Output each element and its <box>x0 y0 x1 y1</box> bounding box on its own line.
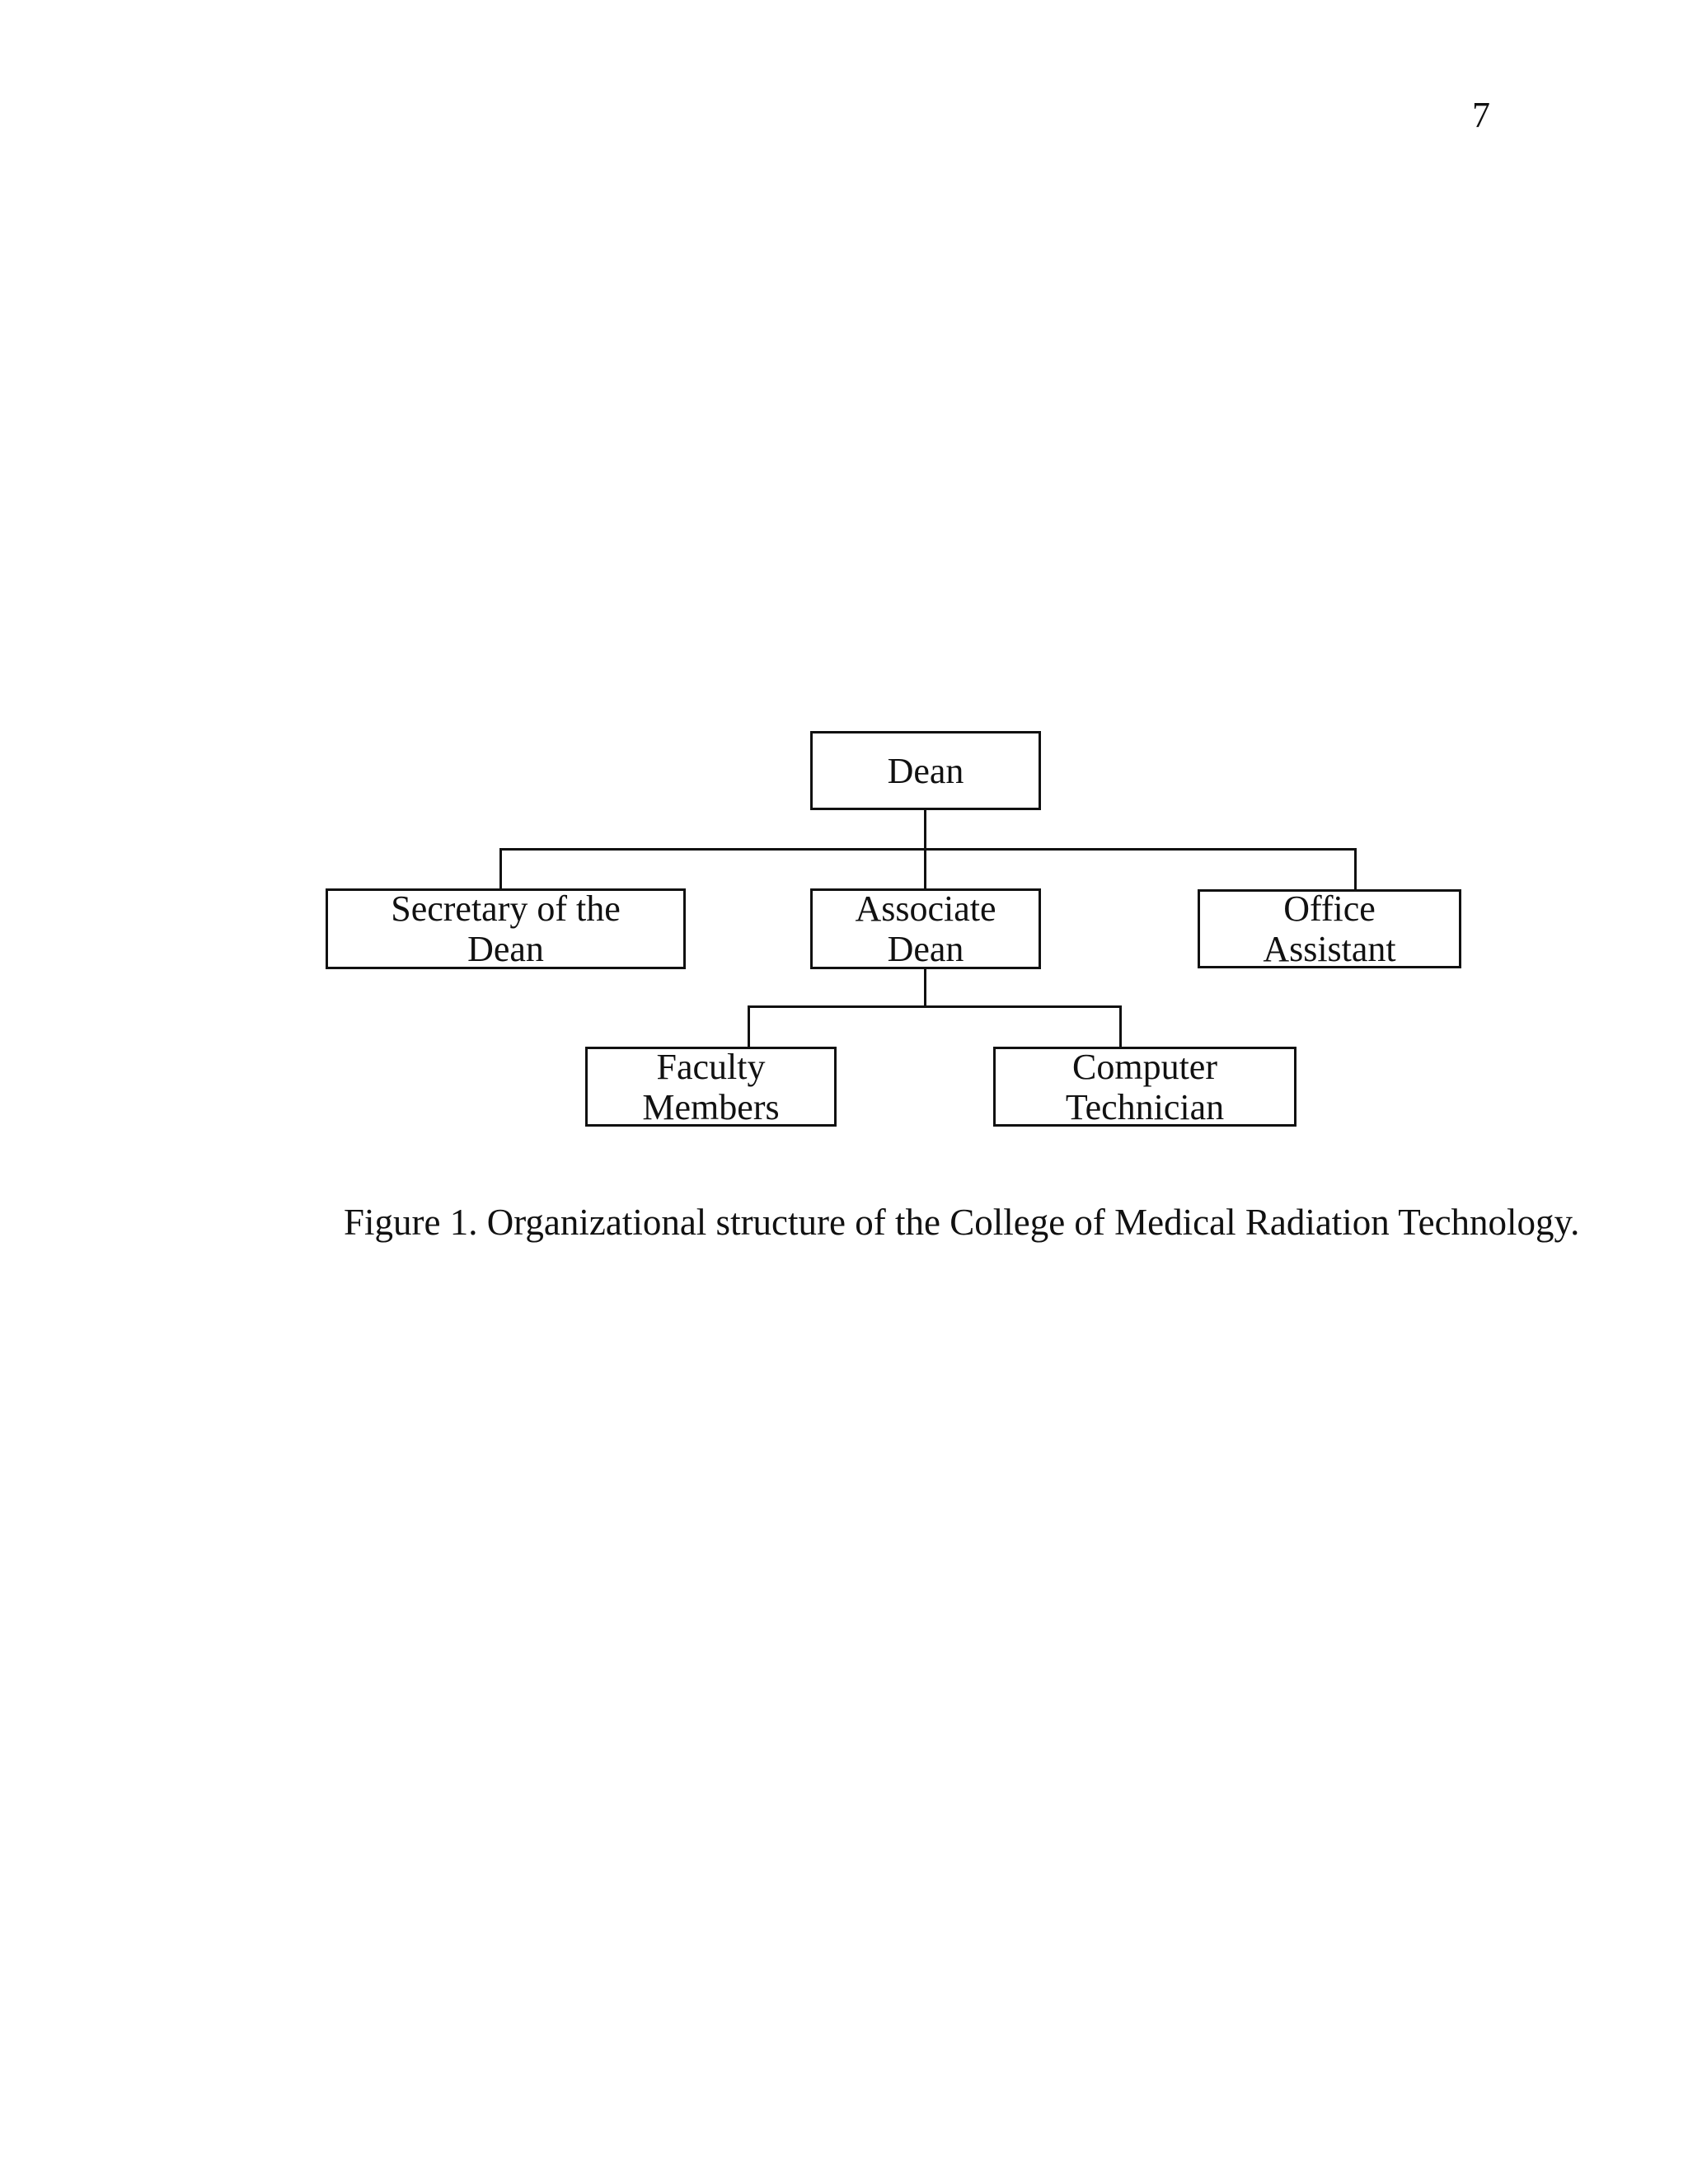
connector-dean-children-rail <box>499 848 1357 851</box>
page-number: 7 <box>1472 95 1490 135</box>
org-node-associate-dean: Associate Dean <box>810 888 1041 969</box>
connector-drop-office-assistant <box>1354 848 1357 889</box>
connector-associate-dean-stem <box>924 969 926 1008</box>
org-node-label-line: Dean <box>887 750 964 791</box>
org-node-computer-technician: Computer Technician <box>993 1047 1296 1127</box>
org-node-faculty-members: Faculty Members <box>585 1047 837 1127</box>
connector-drop-faculty-members <box>748 1005 750 1047</box>
org-node-label-line: Secretary of the <box>391 888 621 929</box>
connector-drop-secretary <box>499 848 502 888</box>
org-node-label-line: Associate <box>855 888 996 929</box>
org-node-secretary-of-the-dean: Secretary of the Dean <box>326 888 686 969</box>
connector-dean-stem <box>924 810 926 850</box>
org-node-office-assistant: Office Assistant <box>1198 888 1461 969</box>
org-node-dean: Dean <box>810 731 1041 810</box>
connector-drop-associate-dean <box>924 848 926 888</box>
org-node-label-line: Members <box>642 1086 780 1127</box>
org-node-label-line: Assistant <box>1263 929 1396 969</box>
figure-caption: Figure 1. Organizational structure of th… <box>344 1202 1580 1243</box>
org-node-label-line: Dean <box>467 929 544 969</box>
connector-drop-computer-technician <box>1119 1005 1122 1047</box>
org-node-label-line: Technician <box>1065 1086 1225 1127</box>
org-node-label-line: Dean <box>887 929 964 969</box>
org-node-label-line: Computer <box>1072 1046 1217 1087</box>
connector-associate-children-rail <box>748 1005 1122 1008</box>
org-node-label-line: Faculty <box>656 1046 766 1087</box>
org-node-label-line: Office <box>1283 888 1376 929</box>
